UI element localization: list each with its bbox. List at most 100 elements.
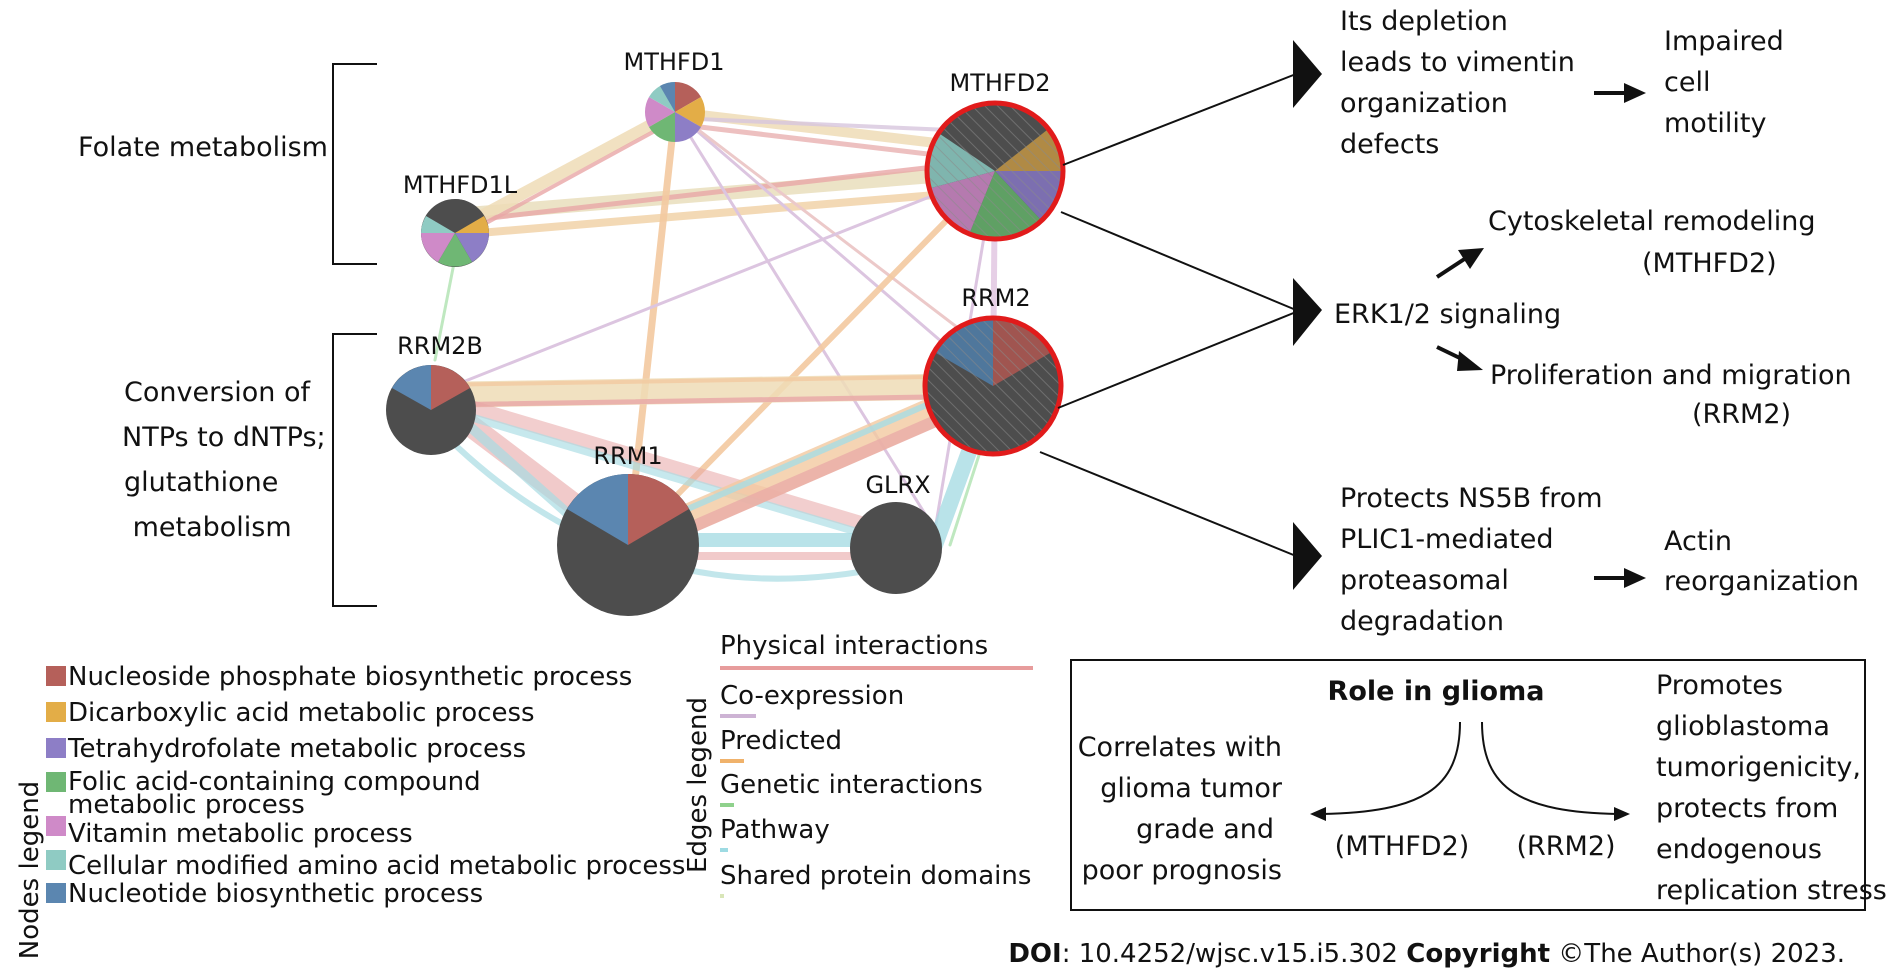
mthfd2-label: MTHFD2 xyxy=(950,69,1051,97)
svg-text:replication stress: replication stress xyxy=(1656,875,1887,906)
svg-text:Its depletion: Its depletion xyxy=(1340,6,1508,37)
nodes-legend: Nucleoside phosphate biosynthetic proces… xyxy=(46,662,685,909)
svg-text:Correlates with: Correlates with xyxy=(1078,732,1282,763)
nodes-legend-title: Nodes legend xyxy=(15,781,45,959)
svg-text:tumorigenicity,: tumorigenicity, xyxy=(1656,752,1861,783)
arrow-to-proliferation xyxy=(1436,345,1483,371)
nodes-legend-item: Tetrahydrofolate metabolic process xyxy=(46,734,526,764)
arrow-mthfd2-vimentin xyxy=(1062,73,1297,166)
svg-text:glioma tumor: glioma tumor xyxy=(1100,773,1283,804)
arrow-to-actin xyxy=(1594,568,1646,588)
svg-text:poor prognosis: poor prognosis xyxy=(1082,855,1282,886)
mthfd1-label: MTHFD1 xyxy=(624,48,725,76)
bracket-folate xyxy=(332,63,377,265)
rrm2-label: RRM2 xyxy=(961,284,1030,312)
proliferation-text: Proliferation and migration xyxy=(1490,360,1852,391)
svg-text:motility: motility xyxy=(1664,108,1766,139)
edge-mthfd2-rrm2b xyxy=(428,169,997,397)
arrowhead-ns5b xyxy=(1293,522,1322,590)
erk-text: ERK1/2 signaling xyxy=(1334,299,1561,330)
svg-text:PLIC1-mediated: PLIC1-mediated xyxy=(1340,524,1554,555)
arrow-to-motility xyxy=(1594,83,1646,103)
motility-text: Impaired cell motility xyxy=(1664,26,1784,139)
edge-mthfd1-rrm2-b xyxy=(673,110,1002,362)
svg-text:Protects NS5B from: Protects NS5B from xyxy=(1340,483,1603,514)
svg-text:Tetrahydrofolate metabolic pro: Tetrahydrofolate metabolic process xyxy=(67,734,526,764)
svg-text:protects from: protects from xyxy=(1656,793,1838,824)
svg-text:Impaired: Impaired xyxy=(1664,26,1784,57)
nodes-legend-item: Vitamin metabolic process xyxy=(46,816,413,849)
glioma-left-text: Correlates with glioma tumor grade and p… xyxy=(1078,732,1283,886)
arrowhead-vimentin xyxy=(1293,40,1322,108)
node-rrm1[interactable] xyxy=(557,474,699,616)
edges-legend: Physical interactions Co-expression Pred… xyxy=(720,631,1033,898)
svg-text:grade and: grade and xyxy=(1136,814,1274,845)
nodes-legend-item: Nucleotide biosynthetic process xyxy=(46,879,483,909)
node-mthfd2[interactable] xyxy=(924,100,1066,242)
conversion-group-label: Conversion of NTPs to dNTPs; glutathione… xyxy=(122,377,326,543)
nodes-legend-item: Dicarboxylic acid metabolic process xyxy=(46,698,535,728)
node-rrm2[interactable] xyxy=(920,315,1066,461)
svg-text:Physical interactions: Physical interactions xyxy=(720,631,988,661)
svg-text:Vitamin metabolic process: Vitamin metabolic process xyxy=(68,819,413,849)
svg-text:cell: cell xyxy=(1664,67,1710,98)
folate-group-label: Folate metabolism xyxy=(78,132,328,163)
glrx-label: GLRX xyxy=(865,471,930,499)
svg-text:Conversion of: Conversion of xyxy=(124,377,311,408)
svg-text:glutathione: glutathione xyxy=(124,467,278,498)
glioma-box xyxy=(1070,659,1866,911)
edges-legend-item: Predicted xyxy=(720,726,842,763)
arrowheads xyxy=(1293,40,1322,590)
glioma-title: Role in glioma xyxy=(1328,676,1545,707)
svg-text:Genetic interactions: Genetic interactions xyxy=(720,770,983,800)
arrow-mthfd2-erk xyxy=(1060,211,1297,311)
glioma-arrowheads xyxy=(1310,807,1630,821)
cytoskeletal-text: Cytoskeletal remodeling xyxy=(1488,206,1816,237)
svg-text:degradation: degradation xyxy=(1340,606,1504,637)
mthfd1l-label: MTHFD1L xyxy=(403,171,518,199)
nodes-legend-item: Nucleoside phosphate biosynthetic proces… xyxy=(46,662,632,692)
svg-text:leads to vimentin: leads to vimentin xyxy=(1340,47,1575,78)
svg-text:Dicarboxylic acid metabolic pr: Dicarboxylic acid metabolic process xyxy=(68,698,535,728)
arrow-to-left-branch xyxy=(1321,721,1461,815)
glioma-left-gene: (MTHFD2) xyxy=(1335,831,1470,862)
svg-text:Nucleoside phosphate biosynthe: Nucleoside phosphate biosynthetic proces… xyxy=(68,662,632,692)
svg-text:Actin: Actin xyxy=(1664,526,1732,557)
svg-text:Promotes: Promotes xyxy=(1656,670,1783,701)
svg-text:Shared protein domains: Shared protein domains xyxy=(720,861,1031,891)
svg-text:metabolic process: metabolic process xyxy=(68,790,305,820)
node-mthfd1[interactable] xyxy=(644,81,706,142)
svg-text:Cellular modified amino acid m: Cellular modified amino acid metabolic p… xyxy=(68,851,685,881)
nodes-legend-item: Folic acid-containing compound metabolic… xyxy=(46,767,481,820)
svg-text:proteasomal: proteasomal xyxy=(1340,565,1509,596)
edges-legend-item: Pathway xyxy=(720,815,830,852)
arrow-rrm2-ns5b xyxy=(1039,451,1297,557)
edges-legend-title: Edges legend xyxy=(683,697,713,873)
edge-mthfd1-mthfd1l xyxy=(449,106,681,242)
vimentin-text: Its depletion leads to vimentin organiza… xyxy=(1340,6,1575,160)
cytoskeletal-gene: (MTHFD2) xyxy=(1642,248,1777,279)
svg-text:defects: defects xyxy=(1340,129,1439,160)
outcome-arrows xyxy=(1039,73,1297,557)
edge-mthfd1-rrm1 xyxy=(624,108,679,549)
svg-text:Predicted: Predicted xyxy=(720,726,842,756)
svg-text:metabolism: metabolism xyxy=(124,512,292,543)
node-rrm2b[interactable] xyxy=(386,365,476,455)
proliferation-gene: (RRM2) xyxy=(1692,399,1791,430)
nodes-legend-item: Cellular modified amino acid metabolic p… xyxy=(46,850,685,881)
edges-legend-item: Genetic interactions xyxy=(720,770,983,807)
rrm2b-label: RRM2B xyxy=(397,332,483,360)
arrowhead-erk xyxy=(1293,278,1322,346)
edges-legend-item: Physical interactions xyxy=(720,631,1033,670)
rrm1-label: RRM1 xyxy=(593,442,662,470)
arrow-to-right-branch xyxy=(1481,721,1619,815)
node-mthfd1l[interactable] xyxy=(421,199,489,267)
ns5b-text: Protects NS5B from PLIC1-mediated protea… xyxy=(1340,483,1603,637)
edges-legend-item: Co-expression xyxy=(720,681,904,718)
node-glrx[interactable] xyxy=(850,502,942,594)
edge-rrm2b-glrx xyxy=(423,388,942,559)
glioma-right-text: Promotes glioblastoma tumorigenicity, pr… xyxy=(1656,670,1887,906)
svg-text:Pathway: Pathway xyxy=(720,815,830,845)
